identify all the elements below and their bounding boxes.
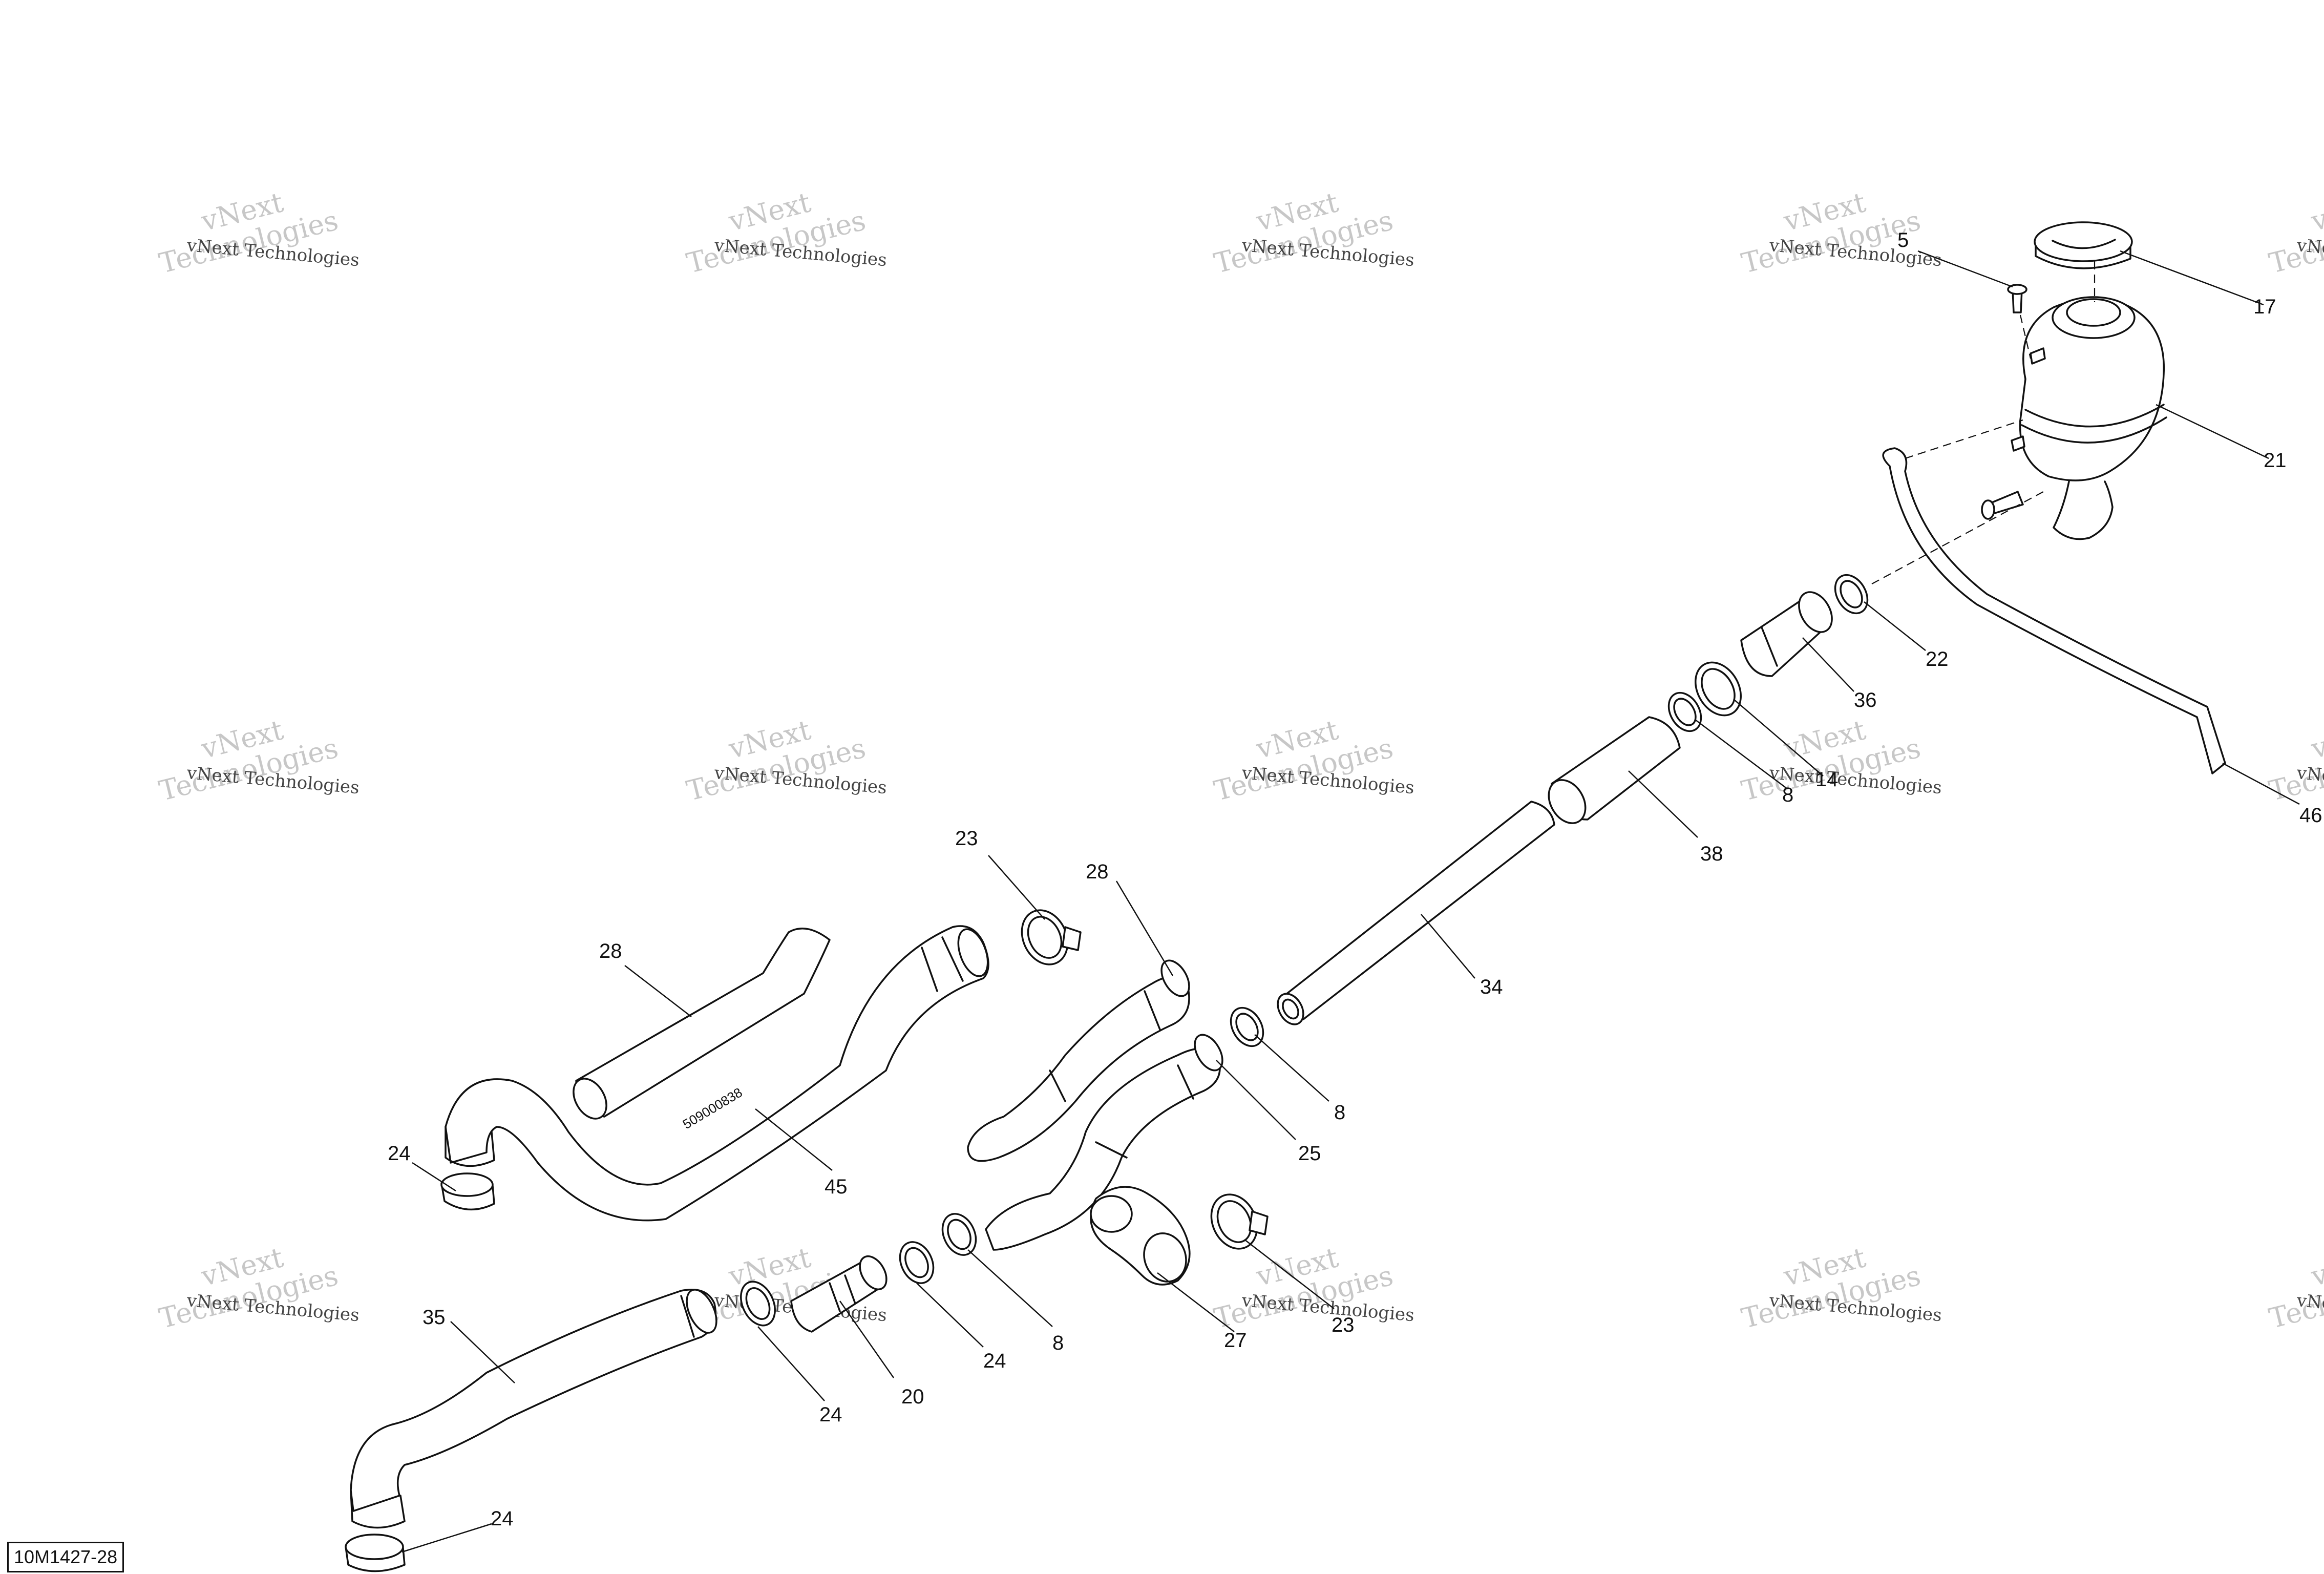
callout-17: 17 bbox=[2253, 296, 2276, 318]
callout-34: 34 bbox=[1480, 976, 1503, 998]
callout-24-left: 24 bbox=[388, 1142, 411, 1165]
hose-clamp-8-middle-part bbox=[1230, 1006, 1264, 1047]
hose-clamp-23-bottom-part bbox=[1210, 1193, 1269, 1250]
callout-8-bottom: 8 bbox=[1052, 1332, 1064, 1354]
hose-clamp-8-top-part bbox=[1667, 691, 1702, 732]
callout-23-bottom: 23 bbox=[1332, 1314, 1355, 1336]
callout-labels: 5 17 21 22 36 14 8 38 46 34 23 28 28 8 2… bbox=[388, 229, 2322, 1530]
overflow-tube-part bbox=[1882, 447, 2226, 774]
elbow-27-part bbox=[1090, 1186, 1191, 1286]
coolant-reservoir-part bbox=[1981, 296, 2167, 540]
assembly-lines bbox=[1871, 261, 2096, 584]
callout-14: 14 bbox=[1815, 768, 1839, 791]
callout-25: 25 bbox=[1298, 1142, 1321, 1165]
screw-part bbox=[2007, 284, 2027, 313]
hose-clamp-22-part bbox=[1834, 574, 1869, 615]
callout-5: 5 bbox=[1897, 229, 1909, 251]
drawing-reference-code: 10M1427-28 bbox=[7, 1542, 124, 1572]
callout-46: 46 bbox=[2299, 804, 2322, 827]
watermark-big-line1: vNext bbox=[2308, 186, 2324, 238]
hose-clamp-23-top-part bbox=[1021, 909, 1082, 966]
callout-45: 45 bbox=[825, 1176, 848, 1198]
leader-lines bbox=[402, 250, 2300, 1553]
callout-24-middle: 24 bbox=[983, 1350, 1006, 1372]
callout-28-right: 28 bbox=[1086, 861, 1109, 883]
short-hose-36-part bbox=[1740, 591, 1833, 677]
callout-38: 38 bbox=[1700, 843, 1723, 865]
callout-8-middle: 8 bbox=[1334, 1101, 1345, 1124]
callout-8-top: 8 bbox=[1782, 784, 1793, 806]
bent-hose-25-part bbox=[985, 1034, 1223, 1251]
callout-35: 35 bbox=[422, 1306, 446, 1329]
callout-36: 36 bbox=[1854, 689, 1877, 711]
callout-24-bottom: 24 bbox=[491, 1507, 514, 1530]
watermark-big-line1: vNext bbox=[2308, 1241, 2324, 1293]
hose-marking-text: 509000838 bbox=[680, 1084, 745, 1132]
watermark-big-line1: vNext bbox=[2308, 713, 2324, 765]
hose-clamp-8-bottom-part bbox=[941, 1213, 977, 1256]
reservoir-cap-part bbox=[2034, 221, 2133, 269]
ring-14-part bbox=[1695, 661, 1742, 717]
callout-21: 21 bbox=[2264, 449, 2287, 472]
hose-clamp-24-lower-part bbox=[740, 1281, 776, 1327]
hose-clamp-24-bottom-part bbox=[345, 1534, 406, 1572]
hose-clamp-24-left-part bbox=[440, 1172, 495, 1211]
callout-27: 27 bbox=[1224, 1329, 1247, 1352]
s-hose-45-part bbox=[445, 925, 989, 1222]
callout-22: 22 bbox=[1926, 648, 1949, 670]
bent-hose-28-right-part bbox=[967, 959, 1190, 1162]
bent-hose-28-left-part bbox=[573, 928, 831, 1120]
sleeve-38-part bbox=[1548, 716, 1681, 824]
callout-23-top: 23 bbox=[955, 827, 978, 850]
long-hose-35-part bbox=[350, 1289, 717, 1529]
hose-clamp-24-middle-part bbox=[899, 1241, 935, 1284]
connector-20-part bbox=[790, 1255, 888, 1333]
callout-24-lower: 24 bbox=[819, 1403, 842, 1426]
callout-20: 20 bbox=[901, 1386, 924, 1408]
straight-pipe-34-part bbox=[1277, 801, 1555, 1025]
callout-28-left: 28 bbox=[599, 940, 622, 962]
